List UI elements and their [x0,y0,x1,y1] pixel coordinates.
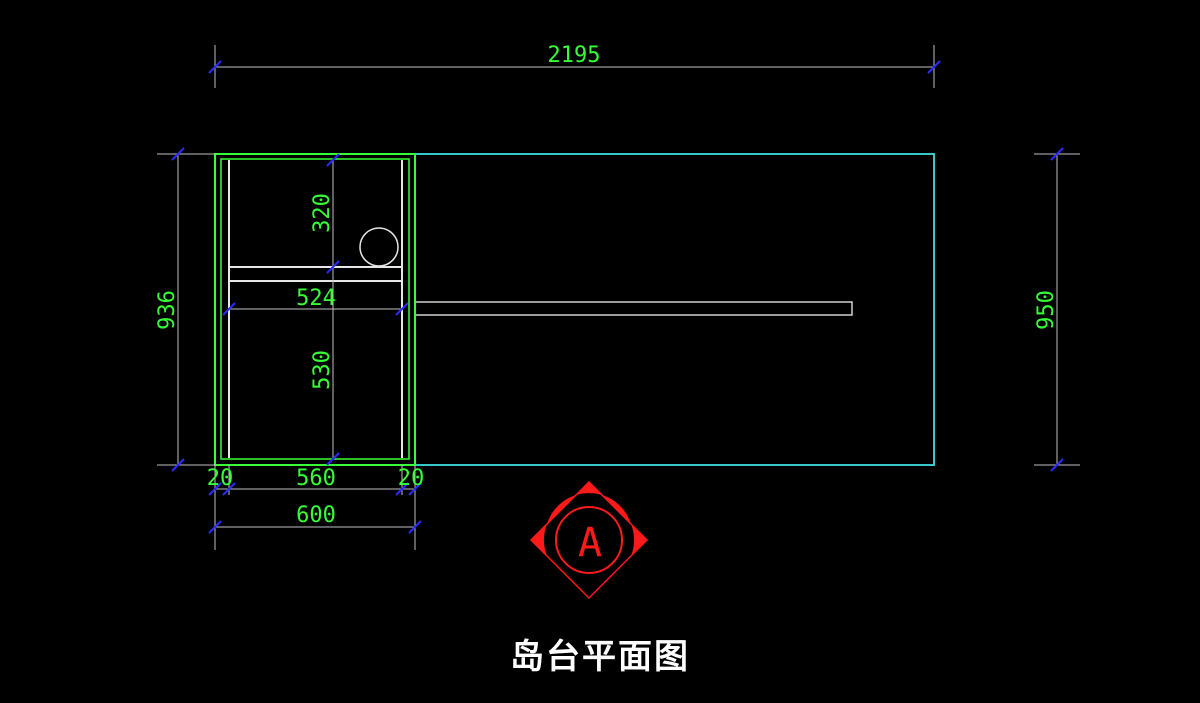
dim-cabinet-width-text: 600 [296,503,336,528]
dim-cabinet-depth: 936 [155,147,215,472]
drain-hole [359,227,399,267]
dim-overall-depth-text: 950 [1034,290,1059,330]
dim-right-panel-text: 20 [398,466,425,491]
dim-shelf-width-text: 524 [296,286,336,311]
dim-inner-width-text: 560 [296,466,336,491]
cabinet-shelf [228,266,403,282]
section-marker-letter: A [578,520,602,566]
dim-lower-compartment-text: 530 [310,350,335,390]
dim-shelf-width: 524 [222,286,409,316]
cabinet-outline [214,153,416,466]
drawing-title: 岛台平面图 [510,637,690,677]
dim-overall-length-text: 2195 [548,43,601,68]
dim-left-panel-text: 20 [207,466,234,491]
bar-groove [414,301,853,316]
dim-cabinet-depth-text: 936 [155,290,180,330]
section-marker: A [529,480,649,600]
cabinet-inner-outline [220,158,410,460]
dim-panel-chain: 20 560 20 [207,465,425,550]
dim-overall-depth: 950 [1034,147,1080,472]
dim-cabinet-width: 600 [208,503,422,534]
dim-overall-length: 2195 [208,43,941,88]
dim-upper-compartment-text: 320 [310,193,335,233]
